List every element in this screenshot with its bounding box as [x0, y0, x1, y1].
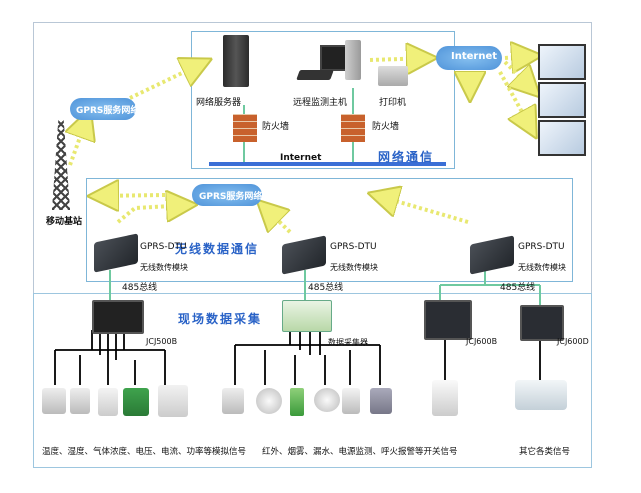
arrow-host-to-internet	[369, 58, 430, 60]
sensor-5-icon	[158, 385, 188, 417]
pc-tower-icon	[345, 40, 361, 80]
collector-label: 数据采集器	[328, 338, 368, 347]
sensor-12-icon	[432, 380, 458, 416]
printer-icon	[378, 66, 408, 86]
controller-jcj600d-icon	[520, 305, 564, 341]
arrow-gprs-left	[95, 195, 166, 196]
internet-cloud-label: Internet	[451, 51, 498, 62]
sensor-9-icon	[314, 388, 340, 412]
controller-jcj500b-icon	[92, 300, 144, 334]
sensor-7-icon	[256, 388, 282, 414]
wireless-section-box	[86, 178, 573, 282]
dtu-1-label: GPRS-DTU	[140, 242, 187, 252]
bus-2-label: 485总线	[308, 283, 344, 293]
dtu-3-label: GPRS-DTU	[518, 242, 565, 252]
controller-jcj600b-icon	[424, 300, 472, 340]
gprs-cloud-left	[70, 98, 136, 120]
server-icon	[223, 35, 249, 87]
firewall-right-icon	[341, 114, 365, 142]
sensor-11-icon	[370, 388, 392, 414]
host-label: 远程监测主机	[293, 98, 348, 108]
arrow-dtu1-up	[116, 205, 190, 224]
sensor-1-icon	[42, 388, 66, 414]
monitor-1-icon	[538, 44, 586, 80]
caption-switch-signals: 红外、烟雾、漏水、电源监测、呼火报警等开关信号	[262, 447, 458, 457]
arrow-dtu3-up	[375, 195, 469, 224]
sensor-3-icon	[98, 388, 118, 416]
sensor-13-icon	[515, 380, 567, 410]
gprs-cloud-middle-label: GPRS服务网络	[199, 192, 263, 202]
firewall-left-label: 防火墙	[262, 122, 290, 132]
internet-bar-label: Internet	[280, 153, 322, 163]
field-section-title: 现场数据采集	[178, 312, 263, 326]
sensor-2-icon	[70, 388, 90, 414]
monitor-3-icon	[538, 120, 586, 156]
internet-bar	[209, 162, 446, 166]
gprs-cloud-middle	[192, 184, 262, 206]
sensor-4-icon	[123, 388, 149, 416]
firewall-left-icon	[233, 114, 257, 142]
dtu-3-module-label: 无线数传模块	[518, 263, 566, 272]
dtu-2-module-label: 无线数传模块	[330, 263, 378, 272]
bus-3-label: 485总线	[500, 283, 536, 293]
keyboard-icon	[296, 70, 334, 80]
controller-jcj600d-label: JCJ600D	[557, 337, 589, 346]
gprs-cloud-left-label: GPRS服务网络	[76, 106, 140, 116]
sensor-6-icon	[222, 388, 244, 414]
arrow-dtu2-up	[262, 205, 292, 234]
monitor-2-icon	[538, 82, 586, 118]
caption-other-signals: 其它各类信号	[519, 447, 571, 457]
arrow-internet-to-monitor1	[504, 56, 535, 58]
arrow-internet-to-monitor2	[503, 60, 535, 92]
arrow-internet-to-monitor3	[498, 71, 533, 132]
controller-jcj600b-label: JCJ600B	[466, 337, 498, 346]
controller-jcj500b-label: JCJ500B	[146, 337, 178, 346]
arrow-tower-to-gprs	[70, 115, 88, 166]
dtu-1-module-label: 无线数传模块	[140, 263, 188, 272]
caption-analog-signals: 温度、湿度、气体浓度、电压、电流、功率等模拟信号	[42, 447, 247, 457]
internet-cloud	[436, 46, 502, 70]
network-section-title: 网络通信	[378, 150, 435, 164]
field-section-box	[33, 293, 592, 468]
bus-1-label: 485总线	[122, 283, 158, 293]
printer-label: 打印机	[379, 98, 407, 108]
tower-label: 移动基站	[46, 217, 83, 227]
wireless-section-title: 无线数据通信	[175, 242, 260, 256]
firewall-right-label: 防火墙	[372, 122, 400, 132]
dtu-2-label: GPRS-DTU	[330, 242, 377, 252]
server-label: 网络服务器	[196, 98, 242, 108]
arrow-gprs-to-server	[129, 62, 205, 100]
sensor-10-icon	[342, 388, 360, 414]
sensor-8-icon	[290, 388, 304, 416]
collector-icon	[282, 300, 332, 332]
